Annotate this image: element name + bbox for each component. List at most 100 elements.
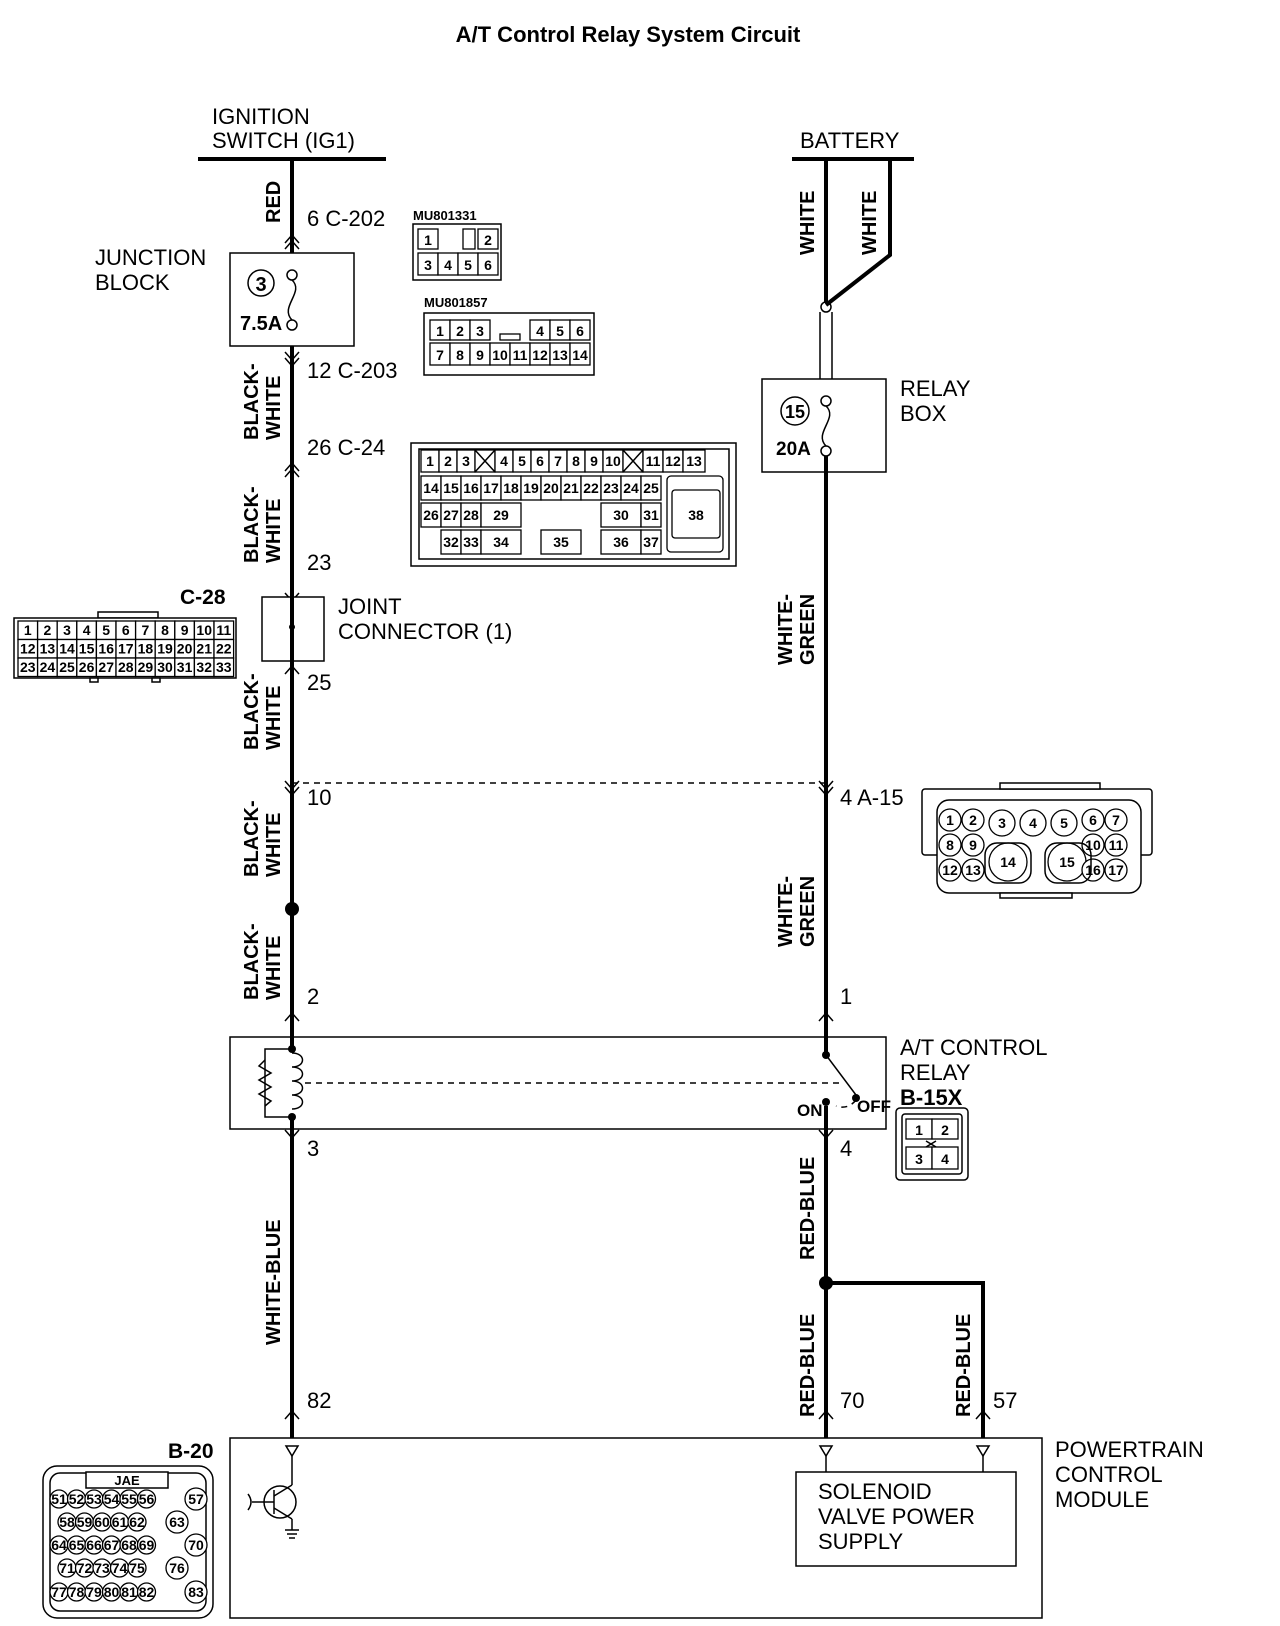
b20-pin: 70 — [188, 1537, 204, 1553]
a15-pin: 17 — [1108, 862, 1124, 878]
b20-pin: 66 — [86, 1537, 102, 1553]
c28-pin: 13 — [40, 641, 56, 657]
wire-red-blue-label-3: RED-BLUE — [953, 1314, 975, 1417]
pcm-label-3: MODULE — [1055, 1487, 1149, 1512]
b20-pin: 64 — [51, 1537, 67, 1553]
svg-text:14: 14 — [572, 347, 588, 363]
b20-pin: 68 — [121, 1537, 137, 1553]
a15-pin: 12 — [942, 862, 958, 878]
svg-text:9: 9 — [476, 347, 484, 363]
b20-connector-id: B-20 — [168, 1440, 214, 1463]
b20-pin: 72 — [77, 1560, 93, 1576]
c28-pin: 31 — [177, 659, 193, 675]
c28-pin: 18 — [138, 641, 154, 657]
b20-pin: 62 — [129, 1514, 145, 1530]
c28-pin: 11 — [216, 622, 231, 638]
joint-connector-label-1: JOINT — [338, 594, 402, 619]
svg-text:8: 8 — [456, 347, 464, 363]
c28-pin: 7 — [142, 622, 150, 638]
c28-pin: 10 — [196, 622, 212, 638]
svg-text:23: 23 — [603, 480, 619, 496]
pin-10: 10 — [307, 785, 331, 810]
c28-pin: 8 — [161, 622, 169, 638]
jc-out-pin: 25 — [307, 670, 331, 695]
svg-text:3: 3 — [476, 323, 484, 339]
relay-pin-2: 2 — [307, 984, 319, 1009]
svg-text:7: 7 — [554, 453, 562, 469]
b20-pin: 79 — [86, 1584, 102, 1600]
a15-pin: 8 — [946, 837, 954, 853]
svg-text:C-28: C-28 — [180, 586, 226, 609]
c28-pin: 21 — [196, 641, 212, 657]
b20-pin: 81 — [121, 1584, 137, 1600]
chevron-pcm-70 — [818, 1409, 834, 1420]
b20-pin: 54 — [104, 1491, 120, 1507]
chevron-relay-4 — [818, 1129, 834, 1140]
c28-pin: 6 — [122, 622, 130, 638]
c28-pin: 14 — [59, 641, 75, 657]
ignition-label-2: SWITCH (IG1) — [212, 128, 355, 153]
wire-wg-label-2: WHITE- GREEN — [775, 876, 819, 947]
a15-pin: 9 — [969, 837, 977, 853]
b20-pin: 58 — [59, 1514, 75, 1530]
b20-pin: 51 — [51, 1491, 67, 1507]
svg-text:WHITE: WHITE — [263, 936, 285, 1000]
a15-pin: 3 — [998, 815, 1006, 831]
diagram-title: A/T Control Relay System Circuit — [456, 22, 801, 47]
b20-pin: 77 — [51, 1584, 67, 1600]
c28-pin: 2 — [44, 622, 52, 638]
a15-pin: 6 — [1089, 812, 1097, 828]
rb-fuse-number: 15 — [785, 402, 805, 422]
b20-pin: 75 — [129, 1560, 145, 1576]
b20-pin: 69 — [139, 1537, 155, 1553]
a15-pin: 2 — [969, 812, 977, 828]
svg-text:13: 13 — [686, 453, 702, 469]
c28-pin: 19 — [157, 641, 173, 657]
b20-pin: 74 — [112, 1560, 128, 1576]
wire-bw-label-4: BLACK- WHITE — [241, 800, 285, 877]
c28-pin: 28 — [118, 659, 134, 675]
svg-text:9: 9 — [590, 453, 598, 469]
relay-pin-3: 3 — [307, 1136, 319, 1161]
c28-pin: 9 — [181, 622, 189, 638]
svg-text:MU801857: MU801857 — [424, 295, 488, 310]
joint-connector-label-2: CONNECTOR (1) — [338, 619, 512, 644]
svg-text:21: 21 — [563, 480, 579, 496]
svg-text:BLACK-: BLACK- — [241, 673, 263, 750]
ignition-label-1: IGNITION — [212, 104, 310, 129]
svg-text:WHITE-: WHITE- — [775, 876, 797, 947]
svg-text:12: 12 — [665, 453, 681, 469]
c28-pin: 32 — [196, 659, 212, 675]
svg-text:2: 2 — [444, 453, 452, 469]
svg-text:BLACK-: BLACK- — [241, 923, 263, 1000]
c28-pin: 5 — [102, 622, 110, 638]
mu801857-connector: MU801857 1 2 3 4 5 6 7 8 9 10 11 12 13 1… — [423, 295, 595, 376]
relay-box-label-1: RELAY — [900, 376, 971, 401]
svg-text:30: 30 — [613, 507, 629, 523]
b20-pin: 71 — [59, 1560, 75, 1576]
solenoid-label-1: SOLENOID — [818, 1479, 932, 1504]
pcm-pin-57: 57 — [993, 1388, 1017, 1413]
chevron-c203 — [284, 351, 300, 368]
solenoid-label-3: SUPPLY — [818, 1529, 904, 1554]
svg-text:31: 31 — [643, 507, 659, 523]
b20-pin: 56 — [139, 1491, 155, 1507]
svg-text:BLACK-: BLACK- — [241, 800, 263, 877]
ground-icon — [285, 1529, 299, 1539]
svg-text:4: 4 — [941, 1151, 949, 1167]
svg-text:2: 2 — [456, 323, 464, 339]
battery-wire-white-2 — [824, 159, 892, 307]
svg-text:WHITE: WHITE — [263, 499, 285, 563]
b20-pin: 82 — [139, 1584, 155, 1600]
resistor-icon — [257, 1059, 273, 1107]
a15-pin: 10 — [1085, 837, 1101, 853]
wire-red-label: RED — [263, 181, 285, 223]
svg-text:26: 26 — [423, 507, 439, 523]
pcm-terminal-82 — [284, 1445, 300, 1458]
c28-pin: 4 — [83, 622, 91, 638]
svg-text:2: 2 — [484, 232, 492, 248]
wire-white-label-1: WHITE — [797, 191, 819, 255]
